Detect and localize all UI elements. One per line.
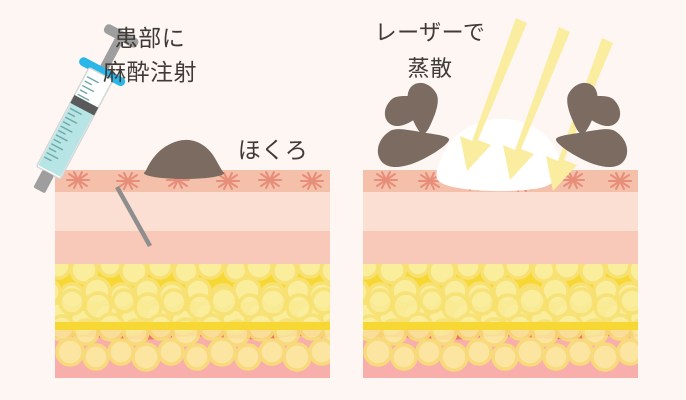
syringe xyxy=(33,24,139,193)
syringe-flange xyxy=(79,57,126,87)
laser-beam-1 xyxy=(460,18,527,171)
debris-3 xyxy=(377,129,450,168)
debris-5 xyxy=(567,82,598,134)
syringe-thumb-rest xyxy=(103,24,139,48)
debris-6 xyxy=(555,129,628,168)
anesthesia-caption-line1: 患部に xyxy=(115,25,186,51)
laser-caption-line1: レーザーで xyxy=(375,20,486,45)
mole-base xyxy=(144,167,224,179)
syringe-needle xyxy=(115,186,152,247)
layer-upper-dermis xyxy=(363,191,638,231)
anesthesia-caption-line2: 麻酔注射 xyxy=(103,59,197,85)
left-skin-cross-section xyxy=(55,170,330,378)
laser-caption-line2: 蒸散 xyxy=(407,56,452,81)
fat-cell-cluster xyxy=(363,250,638,372)
laser-beam-2 xyxy=(503,27,570,180)
debris-2 xyxy=(407,82,438,134)
debris-splatter-group xyxy=(377,82,628,168)
syringe-hub xyxy=(33,170,54,193)
layer-upper-dermis xyxy=(55,191,330,231)
layer-lower-dermis xyxy=(363,226,638,264)
ablation-plume xyxy=(436,118,561,192)
layer-lower-dermis xyxy=(55,226,330,264)
fat-cell-cluster xyxy=(55,250,330,372)
mole-shape xyxy=(145,139,224,173)
syringe-graduations xyxy=(44,76,99,162)
laser-panel: レーザーで 蒸散 xyxy=(363,18,638,378)
syringe-plunger-seal xyxy=(70,94,99,116)
anesthesia-panel: 患部に 麻酔注射 ほくろ xyxy=(33,24,330,378)
mole-label: ほくろ xyxy=(238,137,309,163)
